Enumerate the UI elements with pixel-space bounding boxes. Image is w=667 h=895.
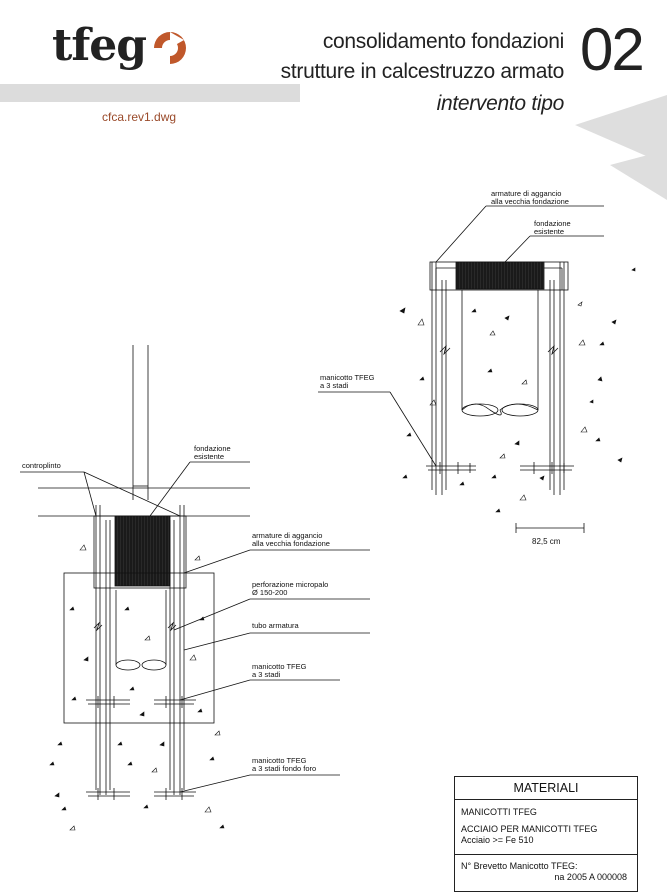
header-bar [0, 84, 300, 102]
top-label-manicotto: manicotto TFEG a 3 stadi [320, 374, 374, 390]
sheet-number: 02 [580, 16, 645, 83]
materials-item-desc: ACCIAIO PER MANICOTTI TFEG Acciaio >= Fe… [455, 824, 637, 855]
label-manicotto-fondo-line1: manicotto TFEG [252, 756, 307, 765]
label-tubo: tubo armatura [252, 621, 299, 630]
label-fondazione-line1: fondazione [194, 444, 231, 453]
top-label-fondazione: fondazione esistente [534, 220, 571, 236]
top-label-armature-line2: alla vecchia fondazione [491, 197, 569, 206]
corner-decoration [575, 95, 667, 200]
top-label-armature-line1: armature di aggancio [491, 189, 562, 198]
file-name: cfca.rev1.dwg [102, 110, 177, 124]
label-armature-line2: alla vecchia fondazione [252, 539, 330, 548]
label-manicotto-fondo: manicotto TFEG a 3 stadi fondo foro [252, 757, 316, 773]
top-label-armature: armature di aggancio alla vecchia fondaz… [491, 190, 569, 206]
top-label-manicotto-line2: a 3 stadi [320, 381, 349, 390]
materials-patent-line1: N° Brevetto Manicotto TFEG: [461, 861, 578, 871]
top-label-manicotto-line1: manicotto TFEG [320, 373, 375, 382]
label-manicotto-line2: a 3 stadi [252, 670, 281, 679]
label-fondazione: fondazione esistente [194, 445, 231, 461]
label-perforazione-line1: perforazione micropalo [252, 580, 329, 589]
materials-item-line1: ACCIAIO PER MANICOTTI TFEG [461, 824, 598, 834]
concrete-aggregate [49, 267, 636, 831]
materials-table: MATERIALI MANICOTTI TFEG ACCIAIO PER MAN… [454, 776, 638, 892]
top-section-drawing [318, 205, 604, 533]
label-manicotto: manicotto TFEG a 3 stadi [252, 663, 306, 679]
materials-header: MATERIALI [455, 777, 637, 800]
title-line-1: consolidamento fondazioni [322, 30, 564, 53]
logo-text: tfeg [52, 20, 147, 71]
label-armature-line1: armature di aggancio [252, 531, 323, 540]
label-controplinto: controplinto [22, 461, 61, 470]
materials-patent-line2: na 2005 A 000008 [554, 872, 627, 882]
top-label-fondazione-line2: esistente [534, 227, 565, 236]
materials-item-line2: Acciaio >= Fe 510 [461, 835, 534, 845]
label-manicotto-line1: manicotto TFEG [252, 662, 307, 671]
title-line-3: intervento tipo [436, 92, 565, 115]
label-perforazione-line2: Ø 150-200 [252, 588, 288, 597]
bottom-section-drawing [20, 345, 370, 800]
top-label-fondazione-line1: fondazione [534, 219, 571, 228]
logo-mark-icon [154, 32, 186, 64]
label-fondazione-line2: esistente [194, 452, 225, 461]
title-line-2: strutture in calcestruzzo armato [280, 60, 565, 83]
top-dimension-label: 82,5 cm [532, 537, 561, 546]
label-armature: armature di aggancio alla vecchia fondaz… [252, 532, 330, 548]
label-perforazione: perforazione micropalo Ø 150-200 [252, 581, 328, 597]
label-manicotto-fondo-line2: a 3 stadi fondo foro [252, 764, 317, 773]
materials-item-title: MANICOTTI TFEG [461, 807, 537, 817]
